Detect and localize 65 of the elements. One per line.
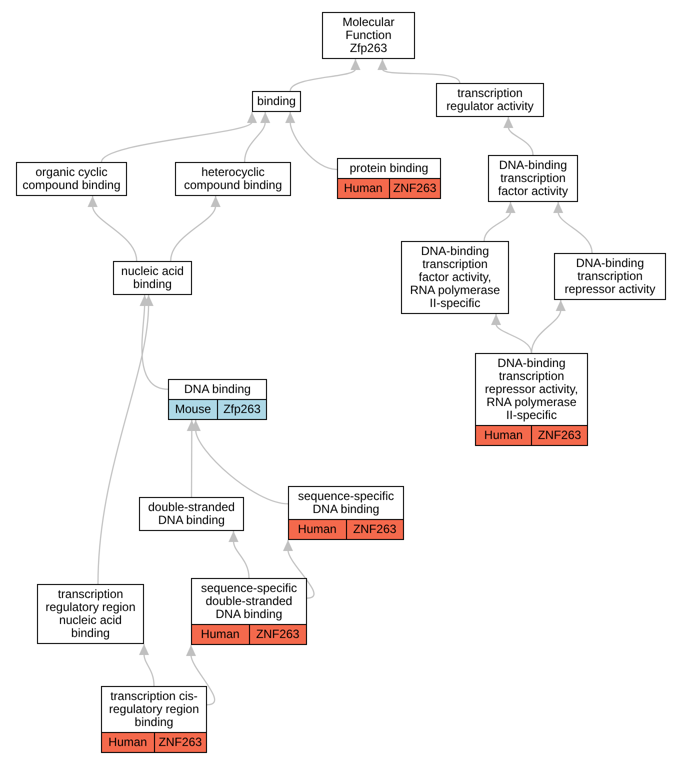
arrow	[190, 420, 288, 504]
term-label: double-stranded DNA binding	[147, 499, 236, 529]
arrow	[484, 202, 516, 242]
term-label: binding	[256, 93, 297, 110]
species-label: Human	[192, 625, 248, 644]
term-label: transcription regulator activity	[445, 85, 535, 115]
gene-label: Zfp263	[217, 400, 266, 419]
arrow	[140, 295, 168, 390]
arrow	[285, 112, 338, 170]
arrow	[170, 196, 221, 262]
gene-label: ZNF263	[388, 179, 440, 198]
species-label: Human	[289, 520, 346, 539]
term-label: protein binding	[348, 160, 430, 177]
term-box	[252, 91, 301, 112]
gene-label: ZNF263	[346, 520, 403, 539]
arrow	[530, 300, 566, 354]
gene-label: ZNF263	[154, 733, 206, 752]
term-label: organic cyclic compound binding	[21, 164, 122, 194]
term-box	[288, 486, 404, 540]
arrow	[491, 314, 532, 354]
arrow	[244, 112, 270, 162]
species-label: Human	[102, 733, 154, 752]
term-label: DNA-binding transcription repressor activity	[564, 255, 656, 298]
term-label: DNA-binding transcription factor activity, RNA polymerase II-specific	[408, 243, 502, 312]
arrow	[290, 59, 360, 92]
term-box	[168, 379, 267, 420]
term-label: DNA binding	[183, 381, 252, 398]
term-label: Molecular Function Zfp263	[341, 14, 396, 57]
term-box	[475, 353, 588, 446]
term-label: nucleic acid binding	[120, 263, 185, 293]
term-box	[488, 155, 578, 202]
term-box	[113, 261, 192, 295]
term-label: transcription cis-regulatory region binding	[108, 688, 200, 731]
arrow	[228, 531, 250, 578]
gene-label: ZNF263	[531, 426, 587, 445]
term-label: heterocyclic compound binding	[182, 164, 284, 194]
arrow	[377, 59, 460, 84]
term-box	[322, 12, 415, 59]
term-label: transcription regulatory region nucleic acid binding	[44, 586, 137, 642]
arrow	[553, 202, 593, 254]
term-box	[337, 158, 441, 199]
term-box	[139, 497, 244, 531]
species-label: Mouse	[169, 400, 217, 419]
term-box	[16, 162, 127, 196]
term-box	[401, 241, 509, 314]
arrow	[283, 540, 314, 599]
arrow	[88, 196, 138, 262]
term-box	[175, 162, 291, 196]
species-label: Human	[338, 179, 388, 198]
arrow	[139, 644, 155, 686]
arrow	[100, 112, 257, 162]
term-box	[191, 578, 307, 645]
term-box	[554, 253, 666, 300]
term-label: DNA-binding transcription factor activity	[496, 157, 570, 200]
term-label: sequence-specific DNA binding	[296, 488, 396, 518]
term-box	[101, 686, 207, 753]
gene-label: ZNF263	[248, 625, 306, 644]
species-label: Human	[476, 426, 531, 445]
arrow	[503, 117, 534, 156]
term-label: sequence-specific double-stranded DNA binding	[200, 580, 298, 623]
arrow	[186, 645, 216, 706]
term-box	[436, 83, 544, 117]
term-box	[37, 584, 144, 644]
arrow	[97, 295, 154, 584]
term-label: DNA-binding transcription repressor activity, RNA polymerase II-specific	[484, 355, 580, 424]
